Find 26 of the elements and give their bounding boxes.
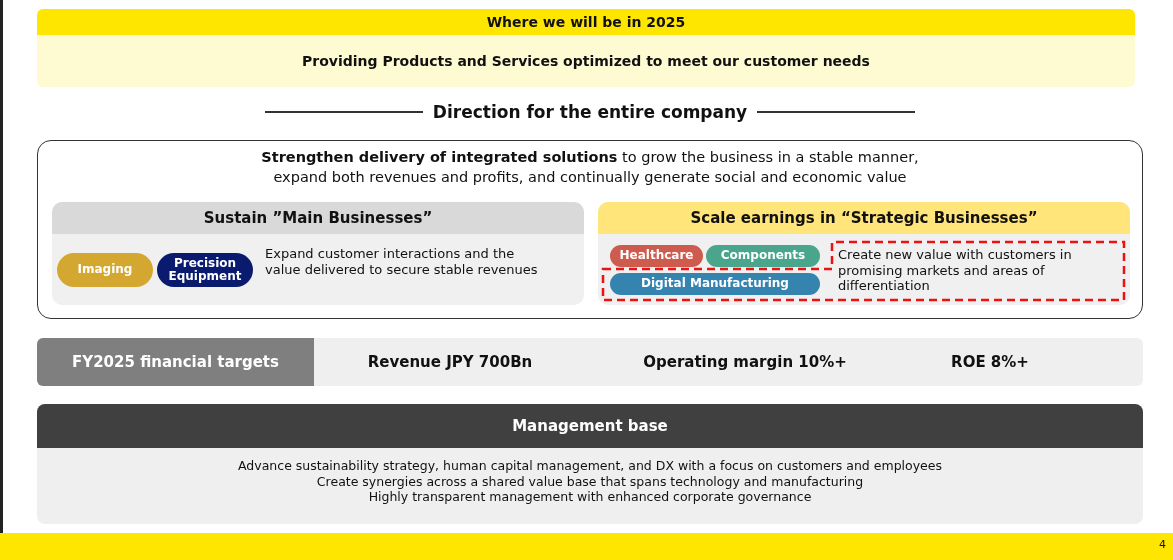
business-tag: Digital Manufacturing	[610, 273, 820, 295]
panel-heading: Where we will be in 2025	[486, 14, 686, 30]
business-tag: Imaging	[57, 253, 153, 287]
section-heading: Direction for the entire company	[432, 102, 748, 122]
business-panel	[598, 202, 1130, 305]
business-tag: Healthcare	[610, 245, 703, 267]
business-tag: Precision Equipment	[157, 253, 253, 287]
management-panel	[37, 404, 1143, 524]
panel-heading: Management base	[512, 417, 668, 435]
business-tag: Components	[706, 245, 820, 267]
target-value: Revenue JPY 700Bn	[366, 352, 534, 373]
management-statement: Advance sustainability strategy, human capital management, and DX with a focus on customers and employees	[238, 458, 942, 474]
business-panel	[52, 202, 584, 305]
target-value: ROE 8%+	[950, 352, 1030, 373]
management-statement: Highly transparent management with enhanced corporate governance	[368, 489, 812, 505]
business-description: Create new value with customers in promising markets and areas of differentiation	[838, 247, 1073, 294]
targets-label: FY2025 financial targets	[37, 338, 314, 386]
panel-heading: Sustain ”Main Businesses”	[203, 209, 433, 227]
direction-statement: Strengthen delivery of integrated solutions to grow the business in a stable manner, expand both revenues and profits, and continually generate social and economic value	[260, 148, 920, 188]
management-statement: Create synergies across a shared value base that spans technology and manufacturing	[316, 473, 864, 490]
target-value: Operating margin 10%+	[642, 352, 848, 373]
business-description: Expand customer interactions and the value delivered to secure stable revenues	[265, 246, 539, 278]
panel-heading: Scale earnings in “Strategic Businesses”	[690, 209, 1038, 227]
page-number: 4	[1158, 538, 1166, 551]
vision-panel	[37, 9, 1135, 87]
vision-statement: Providing Products and Services optimized to meet our customer needs	[301, 52, 871, 71]
